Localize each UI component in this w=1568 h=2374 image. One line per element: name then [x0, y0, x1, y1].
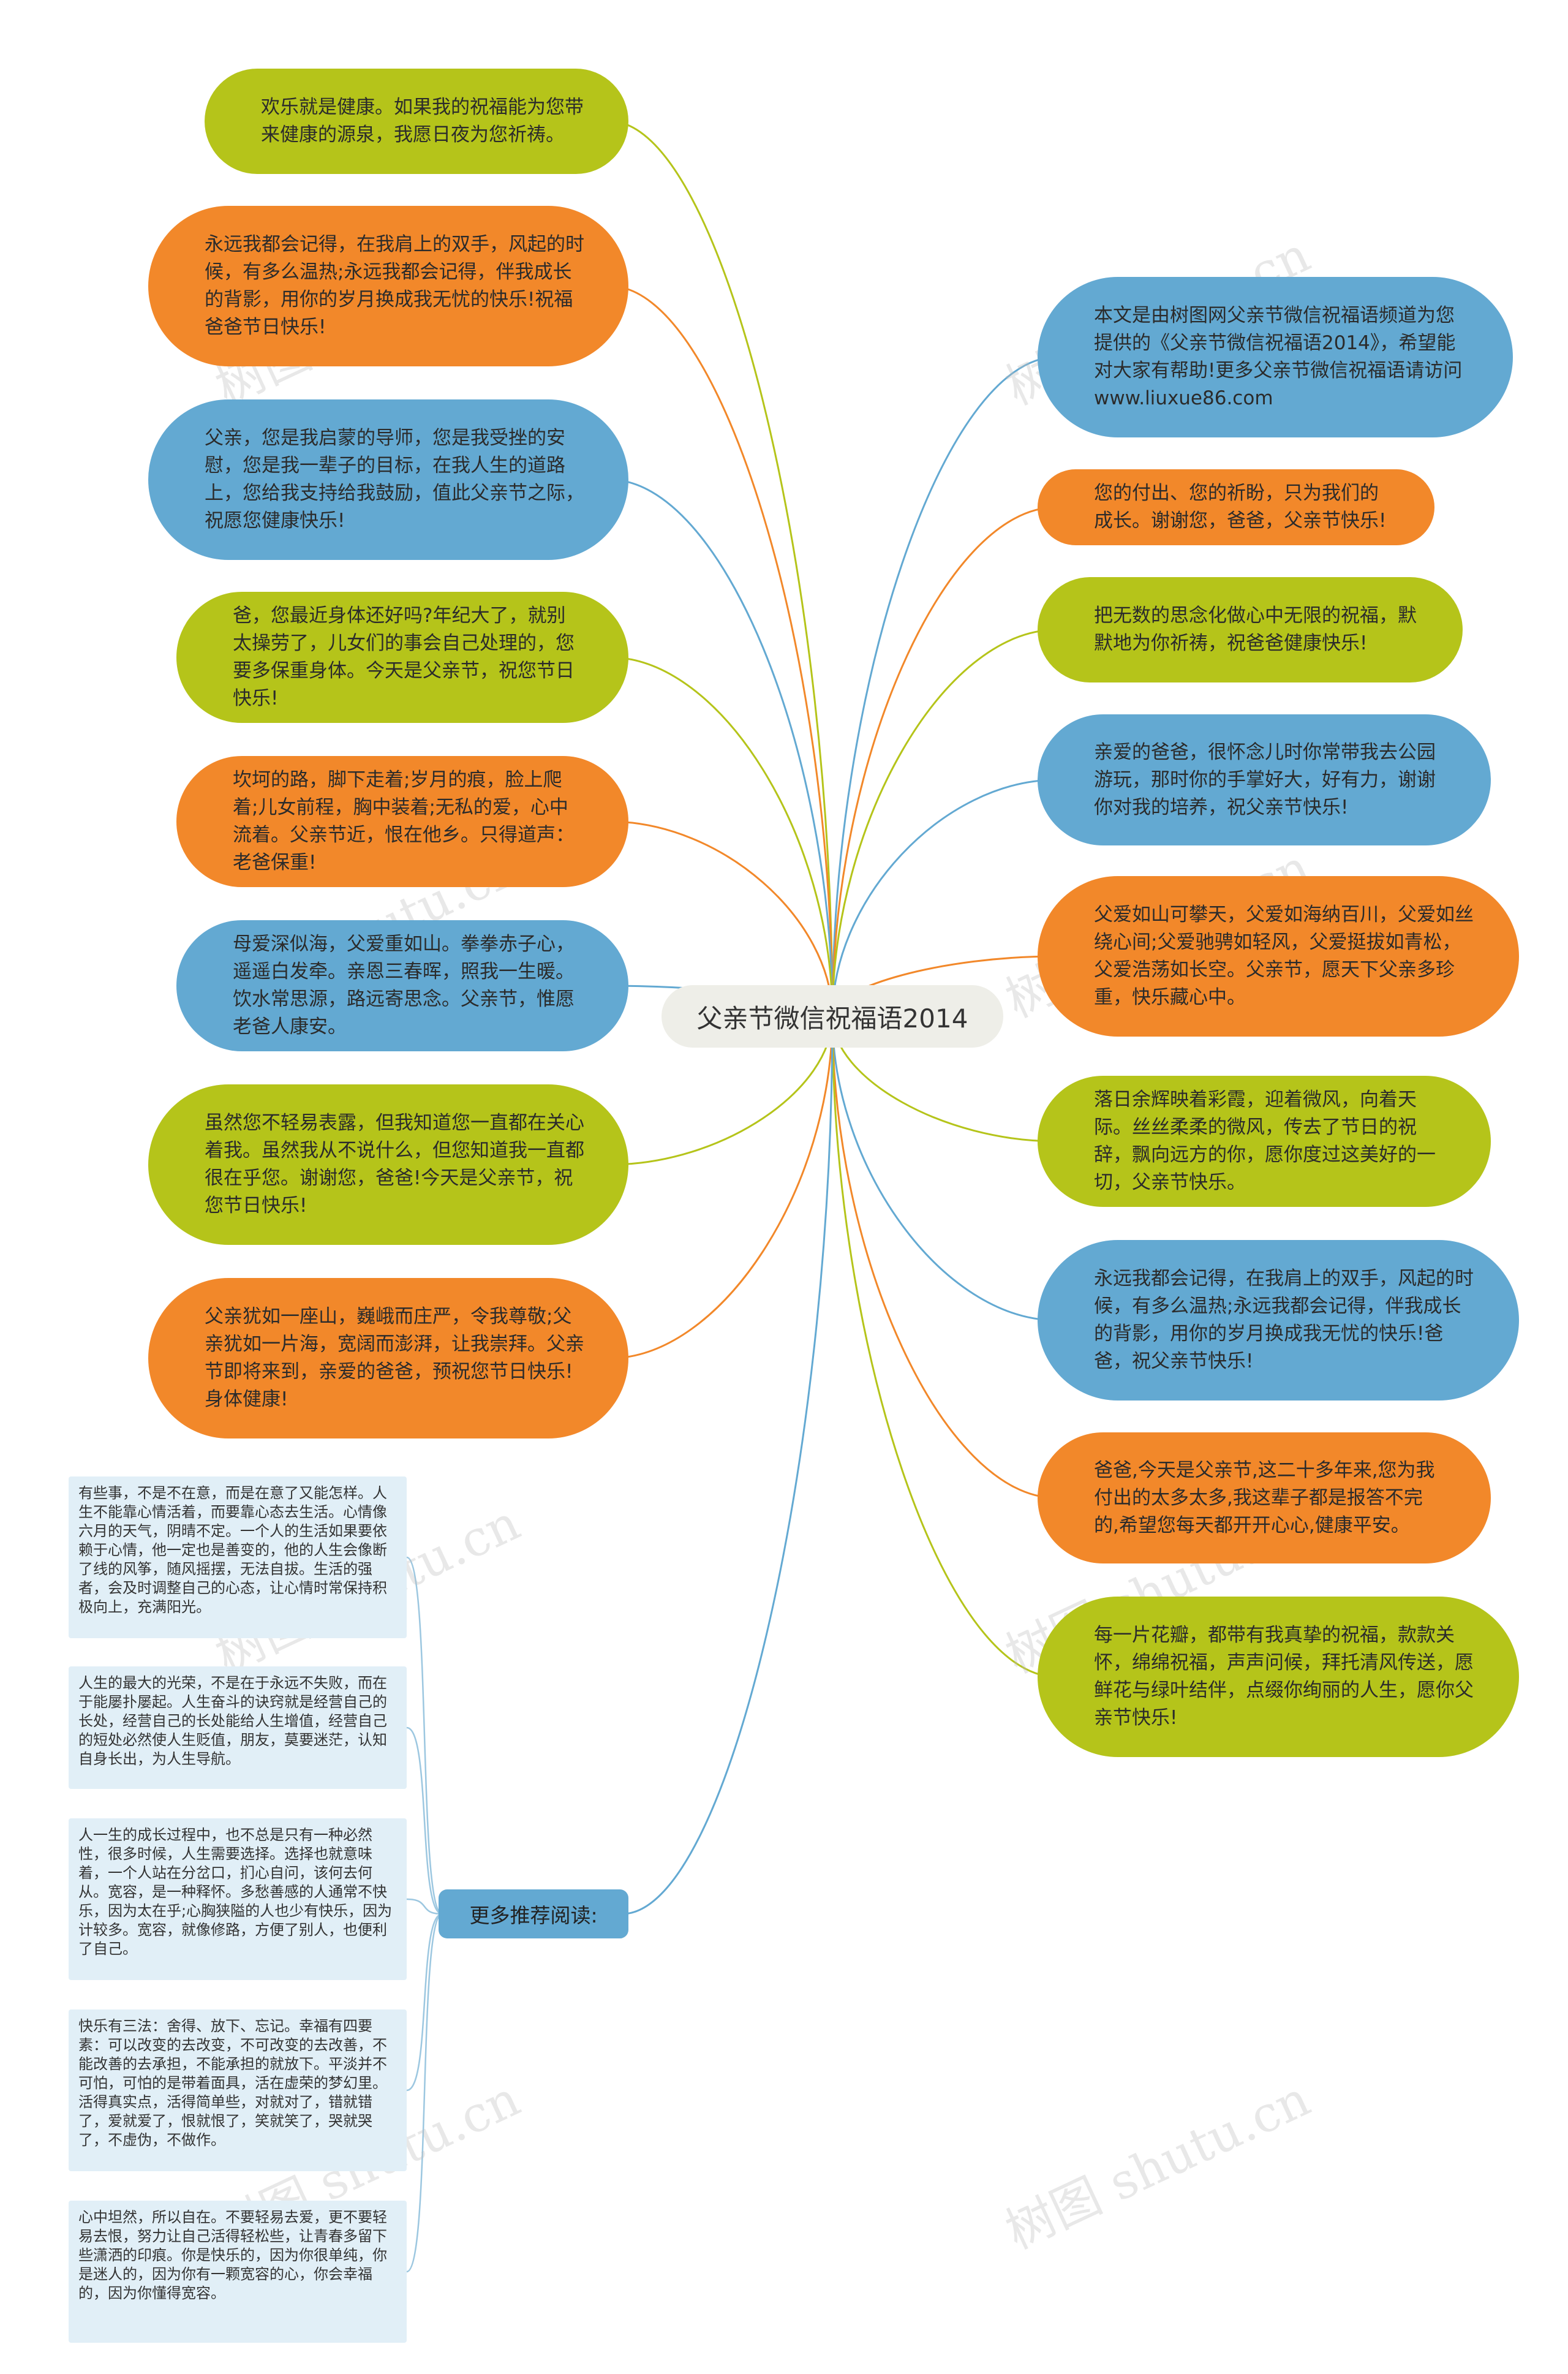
note-connector: [406, 1913, 443, 2273]
node-text: 永远我都会记得，在我肩上的双手，风起的时候，有多么温热;永远我都会记得，伴我成长…: [1094, 1268, 1474, 1372]
left-connector: [609, 478, 834, 1017]
left-connector: [609, 285, 834, 1017]
node-text: 父爱如山可攀天，父爱如海纳百川，父爱如丝绕心间;父爱驰骋如轻风，父爱挺拔如青松，…: [1094, 904, 1474, 1008]
reading-note: 人一生的成长过程中，也不总是只有一种必然性，很多时候，人生需要选择。选择也就意味…: [69, 1818, 407, 1980]
right-connector: [831, 629, 1057, 1017]
reading-note: 快乐有三法：舍得、放下、忘记。幸福有四要素：可以改变的去改变，不可改变的去改善，…: [69, 2009, 407, 2171]
node-text: 父亲，您是我启蒙的导师，您是我受挫的安慰，您是我一辈子的目标，在我人生的道路上，…: [205, 427, 584, 532]
left-branch-node[interactable]: 父亲犹如一座山，巍峨而庄严，令我尊敬;父亲犹如一片海，宽阔而澎湃，让我崇拜。父亲…: [148, 1278, 628, 1438]
right-connector: [831, 1016, 1057, 1678]
right-connector: [831, 1016, 1057, 1321]
left-branch-node[interactable]: 母爱深似海，父爱重如山。拳拳赤子心，遥遥白发牵。亲恩三春晖，照我一生暖。饮水常思…: [176, 920, 628, 1051]
reading-note: 人生的最大的光荣，不是在于永远不失败，而在于能屡扑屡起。人生奋斗的诀窍就是经营自…: [69, 1666, 407, 1789]
note-text: 人生的最大的光荣，不是在于永远不失败，而在于能屡扑屡起。人生奋斗的诀窍就是经营自…: [78, 1674, 387, 1767]
node-text: 落日余辉映着彩霞，迎着微风，向着天际。丝丝柔柔的微风，传去了节日的祝辞，飘向远方…: [1094, 1089, 1436, 1193]
right-branch-node[interactable]: 您的付出、您的祈盼，只为我们的成长。谢谢您，爸爸，父亲节快乐!: [1038, 469, 1434, 545]
right-connector: [831, 1016, 1057, 1499]
reading-note: 有些事，不是不在意，而是在意了又能怎样。人生不能靠心情活着，而要靠心态去生活。心…: [69, 1476, 407, 1638]
left-connector: [609, 120, 834, 1017]
node-text: 欢乐就是健康。如果我的祝福能为您带来健康的源泉，我愿日夜为您祈祷。: [261, 96, 584, 146]
node-text: 坎坷的路，脚下走着;岁月的痕，脸上爬着;儿女前程，胸中装着;无私的爱，心中流着。…: [233, 769, 575, 874]
node-text: 亲爱的爸爸，很怀念儿时你常带我去公园游玩，那时你的手掌好大，好有力，谢谢你对我的…: [1094, 741, 1436, 818]
left-connector: [609, 1016, 834, 1359]
left-branch-node[interactable]: 虽然您不轻易表露，但我知道您一直都在关心着我。虽然我从不说什么，但您知道我一直都…: [148, 1084, 628, 1245]
left-branch-node[interactable]: 永远我都会记得，在我肩上的双手，风起的时候，有多么温热;永远我都会记得，伴我成长…: [148, 206, 628, 366]
more-reading-label: 更多推荐阅读:: [469, 1903, 598, 1927]
more-reading-connector: [622, 1016, 834, 1915]
right-connector: [831, 506, 1057, 1017]
node-text: 虽然您不轻易表露，但我知道您一直都在关心着我。虽然我从不说什么，但您知道我一直都…: [205, 1112, 584, 1217]
reading-note: 心中坦然，所以自在。不要轻易去爱，更不要轻易去恨，努力让自己活得轻松些，让青春多…: [69, 2201, 407, 2343]
node-text: 把无数的思念化做心中无限的祝福，默默地为你祈祷，祝爸爸健康快乐!: [1094, 605, 1417, 654]
node-text: 每一片花瓣，都带有我真挚的祝福，款款关怀，绵绵祝福，声声问候，拜托清风传送，愿鲜…: [1094, 1624, 1474, 1729]
note-connector: [406, 1726, 443, 1915]
node-text: 本文是由树图网父亲节微信祝福语频道为您提供的《父亲节微信祝福语2014》，希望能…: [1094, 304, 1463, 409]
right-connector: [831, 356, 1057, 1017]
right-branch-node[interactable]: 落日余辉映着彩霞，迎着微风，向着天际。丝丝柔柔的微风，传去了节日的祝辞，飘向远方…: [1038, 1076, 1491, 1207]
right-branch-node[interactable]: 每一片花瓣，都带有我真挚的祝福，款款关怀，绵绵祝福，声声问候，拜托清风传送，愿鲜…: [1038, 1597, 1519, 1757]
note-connector: [406, 1913, 443, 2092]
right-branch-node[interactable]: 把无数的思念化做心中无限的祝福，默默地为你祈祷，祝爸爸健康快乐!: [1038, 577, 1463, 682]
note-connector: [406, 1556, 443, 1915]
note-text: 心中坦然，所以自在。不要轻易去爱，更不要轻易去恨，努力让自己活得轻松些，让青春多…: [78, 2209, 387, 2302]
node-text: 爸，您最近身体还好吗?年纪大了，就别太操劳了，儿女们的事会自己处理的，您要多保重…: [233, 605, 575, 709]
left-branch-node[interactable]: 坎坷的路，脚下走着;岁月的痕，脸上爬着;儿女前程，胸中装着;无私的爱，心中流着。…: [176, 756, 628, 887]
left-branch-node[interactable]: 欢乐就是健康。如果我的祝福能为您带来健康的源泉，我愿日夜为您祈祷。: [205, 69, 628, 174]
right-branch-node[interactable]: 父爱如山可攀天，父爱如海纳百川，父爱如丝绕心间;父爱驰骋如轻风，父爱挺拔如青松，…: [1038, 876, 1519, 1037]
note-text: 快乐有三法：舍得、放下、忘记。幸福有四要素：可以改变的去改变，不可改变的去改善，…: [78, 2017, 387, 2149]
node-text: 您的付出、您的祈盼，只为我们的成长。谢谢您，爸爸，父亲节快乐!: [1094, 482, 1387, 532]
right-branch-node[interactable]: 永远我都会记得，在我肩上的双手，风起的时候，有多么温热;永远我都会记得，伴我成长…: [1038, 1240, 1519, 1401]
right-branch-node[interactable]: 爸爸,今天是父亲节,这二十多年来,您为我付出的太多太多,我这辈子都是报答不完的,…: [1038, 1432, 1491, 1563]
node-text: 父亲犹如一座山，巍峨而庄严，令我尊敬;父亲犹如一片海，宽阔而澎湃，让我崇拜。父亲…: [205, 1306, 584, 1410]
right-branch-node[interactable]: 本文是由树图网父亲节微信祝福语频道为您提供的《父亲节微信祝福语2014》，希望能…: [1038, 277, 1513, 437]
left-connector: [609, 656, 834, 1017]
note-text: 人一生的成长过程中，也不总是只有一种必然性，很多时候，人生需要选择。选择也就意味…: [78, 1826, 393, 1957]
central-topic[interactable]: 父亲节微信祝福语2014: [662, 985, 1003, 1048]
node-text: 永远我都会记得，在我肩上的双手，风起的时候，有多么温热;永远我都会记得，伴我成长…: [205, 233, 584, 338]
central-topic-label: 父亲节微信祝福语2014: [696, 1003, 968, 1034]
node-text: 爸爸,今天是父亲节,这二十多年来,您为我付出的太多太多,我这辈子都是报答不完的,…: [1094, 1459, 1435, 1537]
left-branch-node[interactable]: 父亲，您是我启蒙的导师，您是我受挫的安慰，您是我一辈子的目标，在我人生的道路上，…: [148, 399, 628, 560]
left-connector: [609, 820, 834, 1017]
node-text: 母爱深似海，父爱重如山。拳拳赤子心，遥遥白发牵。亲恩三春晖，照我一生暖。饮水常思…: [233, 933, 575, 1038]
note-connector: [406, 1898, 443, 1915]
right-branch-node[interactable]: 亲爱的爸爸，很怀念儿时你常带我去公园游玩，那时你的手掌好大，好有力，谢谢你对我的…: [1038, 714, 1491, 845]
more-reading-node[interactable]: 更多推荐阅读:: [439, 1889, 628, 1938]
note-text: 有些事，不是不在意，而是在意了又能怎样。人生不能靠心情活着，而要靠心态去生活。心…: [78, 1484, 387, 1616]
right-connector: [831, 779, 1057, 1017]
left-branch-node[interactable]: 爸，您最近身体还好吗?年纪大了，就别太操劳了，儿女们的事会自己处理的，您要多保重…: [176, 592, 628, 723]
